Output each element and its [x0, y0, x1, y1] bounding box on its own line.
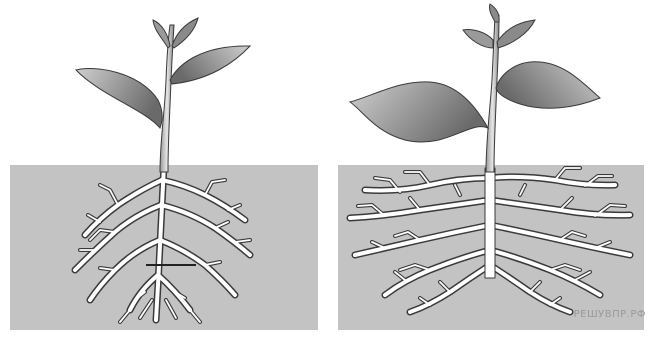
- leaf-left-right: [170, 46, 250, 84]
- right-panel: [338, 4, 644, 330]
- bud-right-1: [463, 29, 493, 48]
- leaf-right-large: [350, 82, 488, 142]
- primary-root-stub: [485, 168, 495, 278]
- bud-right-3: [489, 4, 499, 22]
- leaf-right-right: [496, 62, 600, 108]
- watermark-text: РЕШУВПР.РФ: [574, 309, 646, 320]
- leaf-left-large: [76, 69, 162, 128]
- bud-left-1: [153, 20, 170, 48]
- bud-left-2: [172, 18, 198, 48]
- bud-right-2: [497, 20, 535, 48]
- left-panel: [10, 18, 318, 330]
